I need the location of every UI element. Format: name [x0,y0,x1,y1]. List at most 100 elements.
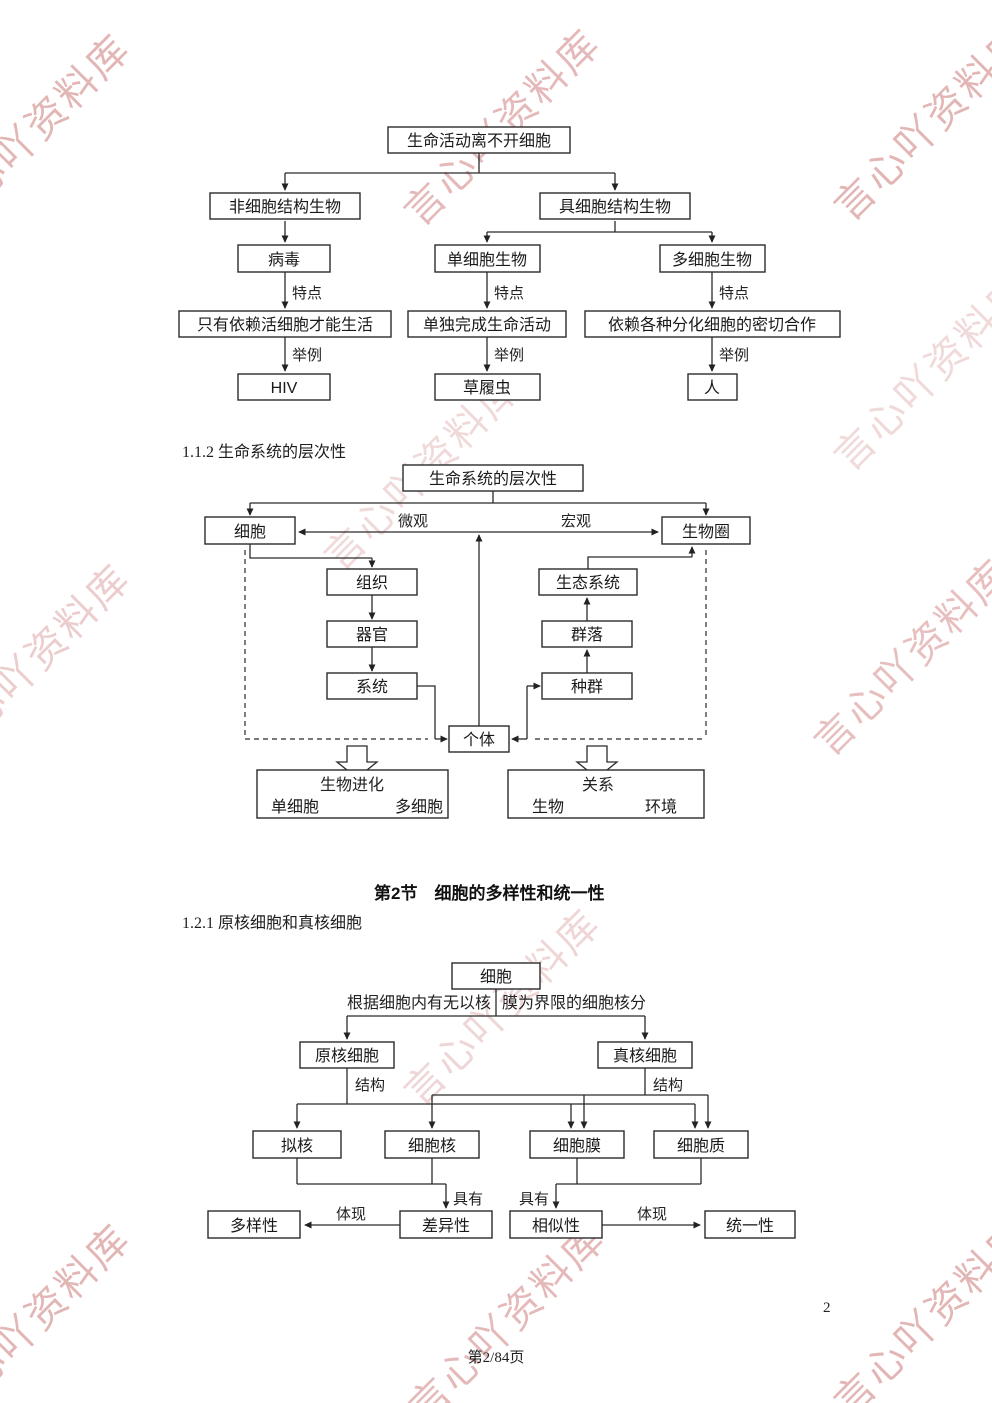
node-label: 细胞膜 [553,1137,601,1155]
node-population [541,672,633,700]
diagram2-connectors [244,491,710,810]
node-label: 只有依赖活细胞才能生活 [197,316,373,334]
node-membrane [529,1130,625,1159]
node-label: 种群 [571,678,603,696]
criterion-text-right: 膜为界限的细胞核分 [502,994,646,1012]
node-label: 生态系统 [556,574,620,592]
diagram3-connectors [293,989,712,1229]
diagram2-edge-labels: 微观 宏观 [398,513,591,530]
node-label: 生物圈 [682,523,730,541]
diagram2-nodes: 生命系统的层次性 细胞 生物圈 组织 器官 系统 生态系统 群落 种群 个体 生… [204,464,751,819]
node-ecosystem [538,568,638,596]
node-label: 具细胞结构生物 [559,198,671,216]
edge-label-reflect: 体现 [336,1206,366,1223]
diagram1-nodes: 生命活动离不开细胞 非细胞结构生物 具细胞结构生物 病毒 单细胞生物 多细胞生物… [178,126,841,401]
node-paramecium [434,373,541,401]
node-individual [448,725,510,753]
node-label: 细胞核 [408,1137,456,1155]
node-unicellular-feature [407,310,567,338]
node-label: 多细胞生物 [672,251,752,269]
node-label: 组织 [356,574,388,592]
relation-right: 环境 [645,797,677,816]
node-label: 多样性 [230,1217,278,1235]
node-label: 细胞质 [677,1137,725,1155]
edge-label-feature: 特点 [719,285,749,302]
node-unicellular [434,244,541,273]
edge-label-reflect: 体现 [637,1206,667,1223]
edge-label-example: 举例 [719,347,749,364]
criterion-text-left: 根据细胞内有无以核 [347,994,491,1012]
node-organ [326,620,418,648]
node-non-cellular [209,192,361,220]
node-cellular [539,192,691,220]
edge-label-feature: 特点 [292,285,322,302]
relation-left: 生物 [532,798,564,816]
node-community [541,620,633,648]
node-multicellular [659,244,766,273]
edge-label-micro: 微观 [398,513,428,530]
edge-label-feature: 特点 [494,285,524,302]
node-nucleoid [252,1130,342,1159]
diagram1-edge-labels: 特点 特点 特点 举例 举例 举例 [292,285,749,364]
node-label: 单独完成生命活动 [423,316,551,334]
node-label: 差异性 [422,1217,470,1235]
node-unity [704,1210,796,1239]
node-label: 依赖各种分化细胞的密切合作 [608,316,816,334]
node-multicellular-feature [584,310,841,338]
node-label: 统一性 [726,1217,774,1235]
evolution-from: 单细胞 [271,798,319,816]
edge-label-example: 举例 [494,347,524,364]
node-life-system-levels [402,464,584,492]
evolution-to: 多细胞 [395,798,443,816]
node-virus-feature [178,310,392,338]
evolution-title: 生物进化 [320,776,384,794]
node-label: 个体 [463,731,495,749]
page-number: 2 [823,1300,831,1316]
node-label: 人 [704,379,720,397]
edge-label-example: 举例 [292,347,322,364]
edge-label-structure: 结构 [653,1077,683,1094]
node-label: 相似性 [532,1217,580,1235]
node-label: 真核细胞 [613,1047,677,1065]
page-footer: 第2/84页 [467,1350,525,1366]
heading-1-1-2: 1.1.2 生命系统的层次性 [182,444,347,461]
node-label: 病毒 [268,251,300,269]
heading-1-2-1: 1.2.1 原核细胞和真核细胞 [182,915,363,932]
node-cell [204,516,296,545]
node-human [687,373,738,401]
node-cell3 [451,962,541,990]
node-label: 群落 [571,626,603,644]
node-tissue [326,568,418,596]
node-biosphere [661,516,751,545]
node-life-needs-cells [387,126,571,154]
node-diversity [207,1210,301,1239]
edge-label-structure: 结构 [355,1077,385,1094]
node-label: 细胞 [234,523,266,541]
node-evolution-summary [256,769,449,819]
node-label: 器官 [356,626,388,644]
node-prokaryote [299,1041,395,1069]
diagram3-edge-labels: 根据细胞内有无以核 膜为界限的细胞核分 结构 结构 具有 具有 体现 体现 [336,994,683,1223]
edge-label-macro: 宏观 [561,513,591,530]
edge-label-have: 具有 [453,1191,483,1208]
node-label: 系统 [356,678,388,696]
node-label: 生命系统的层次性 [429,470,557,488]
diagram1-connectors [281,153,716,372]
node-label: 生命活动离不开细胞 [407,132,551,150]
edge-label-have: 具有 [519,1191,549,1208]
node-relation-summary [507,769,705,819]
node-label: 草履虫 [463,379,511,397]
node-label: 非细胞结构生物 [229,198,341,216]
node-label: 单细胞生物 [447,251,527,269]
relation-title: 关系 [582,776,614,794]
node-eukaryote [597,1041,693,1069]
node-virus [237,244,331,273]
node-hiv [237,373,331,401]
node-label: 拟核 [281,1137,313,1155]
node-nucleus [384,1130,480,1159]
diagram3-nodes: 细胞 原核细胞 真核细胞 拟核 细胞核 细胞膜 细胞质 多样性 差异性 相似性 … [207,962,796,1239]
node-label: HIV [271,380,298,397]
node-system [326,672,418,700]
